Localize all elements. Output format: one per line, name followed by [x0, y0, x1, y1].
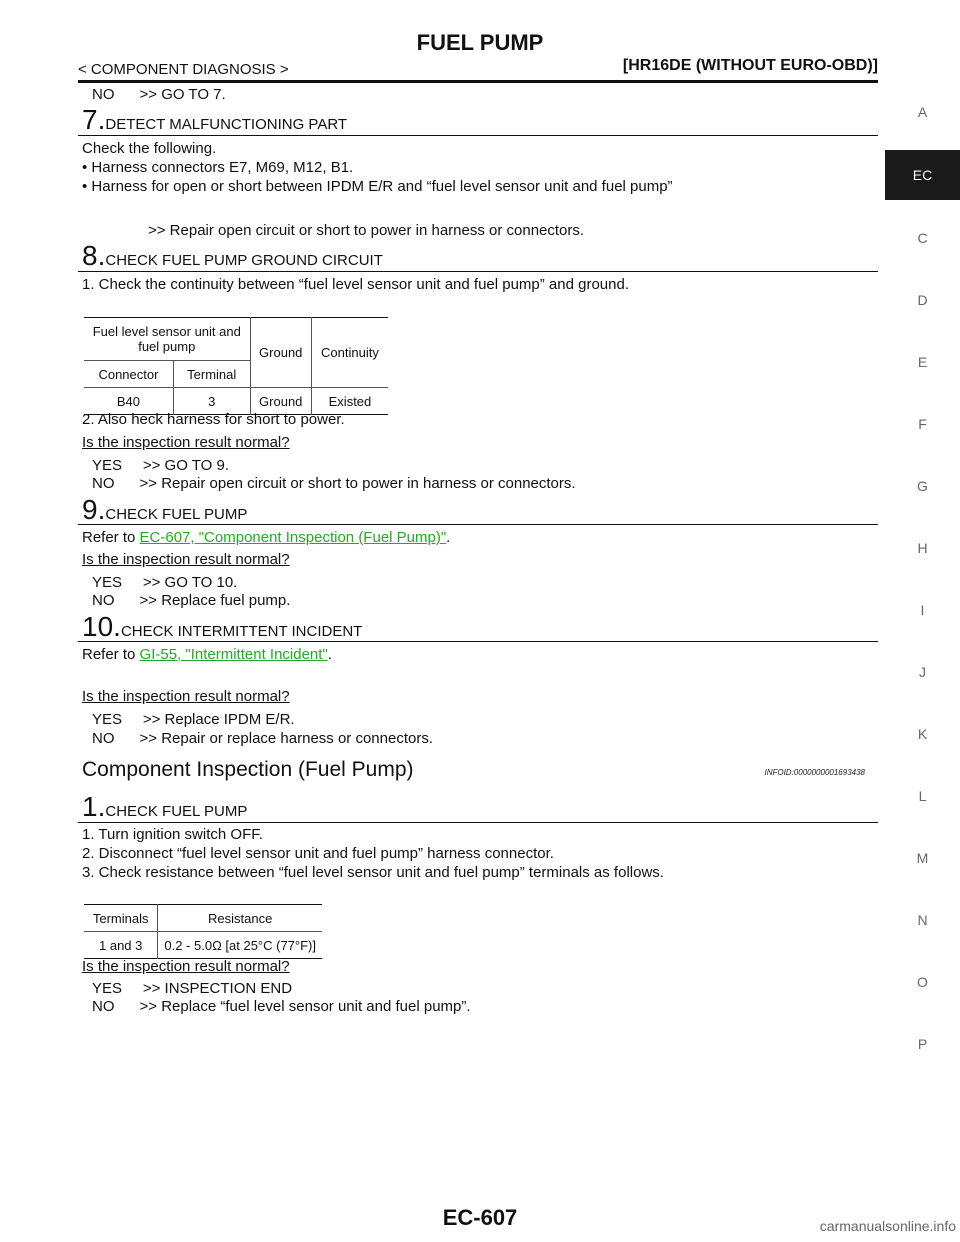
component-step-1-heading: 1.CHECK FUEL PUMP — [82, 793, 247, 821]
no-result: NO >> Repair or replace harness or conne… — [92, 730, 433, 747]
resistance-table: Terminals Resistance 1 and 3 0.2 - 5.0Ω … — [84, 904, 322, 959]
table-cell: 0.2 - 5.0Ω [at 25°C (77°F)] — [164, 937, 316, 953]
tab-o[interactable]: O — [917, 974, 928, 990]
tab-f[interactable]: F — [918, 416, 927, 432]
tab-l[interactable]: L — [918, 788, 927, 804]
inspection-question: Is the inspection result normal? — [82, 434, 290, 451]
inspection-question: Is the inspection result normal? — [82, 688, 290, 705]
step-divider — [78, 822, 878, 823]
no-result: NO >> Replace fuel pump. — [92, 592, 291, 609]
step-8-line: 2. Also heck harness for short to power. — [82, 411, 345, 428]
table-header: Terminals — [84, 904, 159, 932]
step-7-line: • Harness for open or short between IPDM… — [82, 178, 673, 195]
page-number: EC-607 — [442, 1205, 518, 1230]
tab-h[interactable]: H — [917, 540, 928, 556]
step-7-line: Check the following. — [82, 140, 217, 157]
step-title: DETECT MALFUNCTIONING PART — [105, 116, 348, 133]
step-8-heading: 8.CHECK FUEL PUMP GROUND CIRCUIT — [82, 242, 383, 270]
step-7-result: >> Repair open circuit or short to power… — [148, 222, 585, 239]
step-number: 7. — [82, 104, 106, 135]
refer-suffix: . — [446, 529, 451, 546]
step-number: 9. — [82, 494, 106, 525]
tab-a[interactable]: A — [917, 104, 928, 120]
page-title: FUEL PUMP — [416, 30, 544, 55]
step-title: CHECK FUEL PUMP — [105, 803, 248, 820]
tab-d[interactable]: D — [917, 292, 928, 308]
table-cell: 3 — [173, 387, 251, 415]
yes-result: YES >> Replace IPDM E/R. — [92, 711, 295, 728]
component-step-line: 1. Turn ignition switch OFF. — [82, 826, 263, 843]
component-step-line: 2. Disconnect “fuel level sensor unit an… — [82, 845, 554, 862]
tab-ec[interactable]: EC — [885, 150, 960, 200]
prev-step-no: NO >> GO TO 7. — [92, 86, 226, 103]
step-title: CHECK INTERMITTENT INCIDENT — [120, 623, 363, 640]
table-cell: B40 — [84, 387, 174, 415]
table-header: Continuity — [311, 317, 388, 388]
tab-j[interactable]: J — [919, 664, 926, 680]
inspection-question: Is the inspection result normal? — [82, 551, 290, 568]
tab-k[interactable]: K — [917, 726, 928, 742]
header-divider — [78, 80, 878, 83]
tab-i[interactable]: I — [920, 602, 925, 618]
table-header: Ground — [250, 317, 312, 388]
table-header: Resistance — [157, 904, 322, 932]
step-number: 1. — [82, 791, 106, 822]
watermark: carmanualsonline.info — [819, 1218, 956, 1234]
table-header: Terminal — [173, 360, 251, 388]
tab-p[interactable]: P — [917, 1036, 928, 1052]
component-inspection-link[interactable]: EC-607, "Component Inspection (Fuel Pump… — [139, 529, 447, 546]
step-7-line: • Harness connectors E7, M69, M12, B1. — [82, 159, 354, 176]
refer-prefix: Refer to — [82, 529, 140, 546]
intermittent-incident-link[interactable]: GI-55, "Intermittent Incident" — [139, 646, 328, 663]
step-8-line: 1. Check the continuity between “fuel le… — [82, 276, 630, 293]
no-result: NO >> Repair open circuit or short to po… — [92, 475, 576, 492]
refer-line: Refer to EC-607, "Component Inspection (… — [82, 529, 450, 546]
refer-suffix: . — [327, 646, 332, 663]
step-9-heading: 9.CHECK FUEL PUMP — [82, 496, 247, 524]
component-step-line: 3. Check resistance between “fuel level … — [82, 864, 664, 881]
inspection-question: Is the inspection result normal? — [82, 958, 290, 975]
yes-result: YES >> INSPECTION END — [92, 980, 293, 997]
step-number: 8. — [82, 240, 106, 271]
engine-label: [HR16DE (WITHOUT EURO-OBD)] — [622, 57, 878, 74]
continuity-table: Fuel level sensor unit and fuel pump Gro… — [84, 317, 388, 415]
step-divider — [78, 524, 878, 525]
table-cell: Ground — [250, 387, 312, 415]
step-divider — [78, 641, 878, 642]
step-title: CHECK FUEL PUMP — [105, 506, 248, 523]
step-7-heading: 7.DETECT MALFUNCTIONING PART — [82, 106, 347, 134]
table-cell: Existed — [328, 393, 372, 409]
step-divider — [78, 135, 878, 136]
section-label: < COMPONENT DIAGNOSIS > — [78, 61, 289, 78]
refer-prefix: Refer to — [82, 646, 140, 663]
tab-n[interactable]: N — [917, 912, 928, 928]
step-10-heading: 10.CHECK INTERMITTENT INCIDENT — [82, 613, 362, 641]
step-divider — [78, 271, 878, 272]
table-cell: 1 and 3 — [84, 931, 159, 959]
tab-e[interactable]: E — [917, 354, 928, 370]
table-header: Connector — [84, 360, 174, 388]
tab-m[interactable]: M — [916, 850, 929, 866]
table-header: Fuel level sensor unit and fuel pump — [84, 317, 251, 361]
tab-c[interactable]: C — [917, 230, 928, 246]
yes-result: YES >> GO TO 9. — [92, 457, 230, 474]
tab-g[interactable]: G — [917, 478, 928, 494]
info-id: INFOID:0000000001693438 — [764, 768, 865, 777]
yes-result: YES >> GO TO 10. — [92, 574, 238, 591]
step-title: CHECK FUEL PUMP GROUND CIRCUIT — [105, 252, 383, 269]
section-heading: Component Inspection (Fuel Pump) — [82, 758, 414, 781]
refer-line: Refer to GI-55, "Intermittent Incident". — [82, 646, 332, 663]
step-number: 10. — [82, 611, 121, 642]
no-result: NO >> Replace “fuel level sensor unit an… — [92, 998, 471, 1015]
